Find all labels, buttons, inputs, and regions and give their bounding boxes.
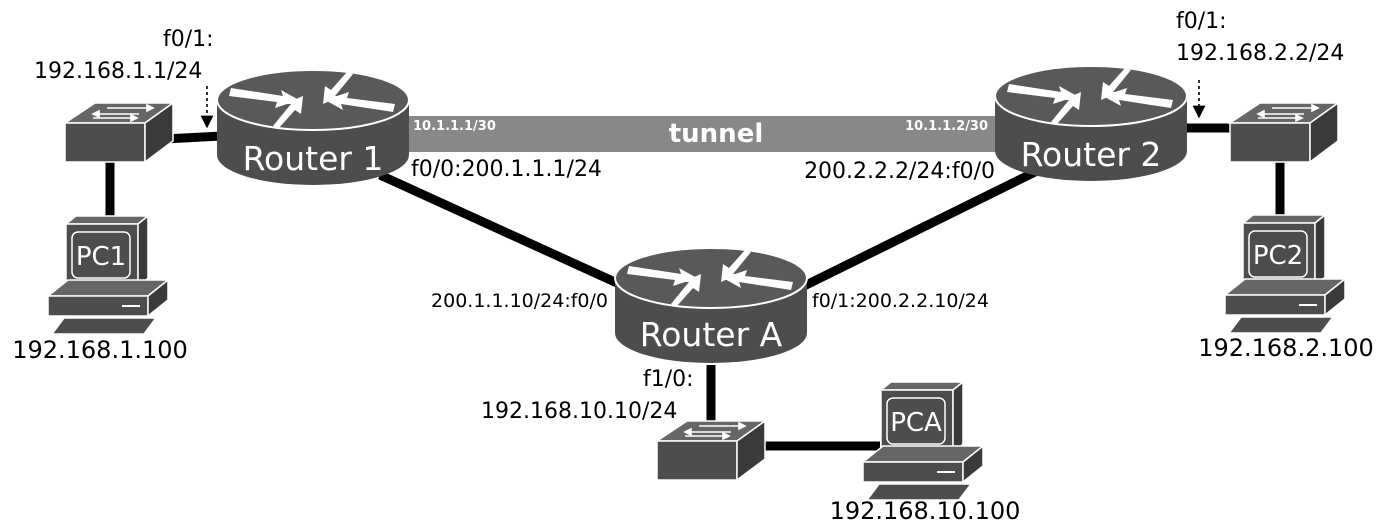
router-top [216,69,410,131]
links [105,123,1285,451]
link-r2-ra [798,167,1037,293]
r1-f01-ip: 192.168.1.1/24 [34,59,202,84]
ra-f10-ip: 192.168.10.10/24 [481,399,677,424]
r1-f00-label: f0/0:200.1.1.1/24 [411,157,602,182]
router-arrows-icon [627,250,793,306]
router-2-name: Router 2 [1021,135,1162,174]
router-arrows-icon [229,72,395,128]
link-r1-ra [378,170,630,293]
switch-side [144,101,174,164]
pc-1-name: PC1 [76,242,126,272]
pc-a[interactable]: PCA [860,380,986,501]
r2-f00-label: 200.2.2.2/24:f0/0 [804,159,995,184]
ra-f10-name: f1/0: [643,367,694,392]
tunnel: tunnel 10.1.1.1/30 10.1.1.2/30 [408,116,1002,152]
router-2[interactable]: Router 2 [994,65,1188,181]
pc-1-ip: 192.168.1.100 [12,336,188,364]
router-1-name: Router 1 [243,139,384,178]
r2-f01-ip: 192.168.2.2/24 [1176,41,1344,66]
pc-icon [45,214,171,335]
ra-f00-label: 200.1.1.10/24:f0/0 [431,290,608,312]
pc-1[interactable]: PC1 [45,214,171,335]
r1-f01-name: f0/1: [163,27,214,52]
switch-3[interactable] [654,419,768,482]
switch-side [736,419,766,482]
pc-icon [860,380,986,501]
pc-2[interactable]: PC2 [1222,213,1348,334]
switch-front [656,440,738,481]
ra-f01-label: f0/1:200.2.2.10/24 [812,290,989,312]
tunnel-r2-ip: 10.1.1.2/30 [905,119,988,134]
r2-f01-name: f0/1: [1176,9,1227,34]
router-1[interactable]: Router 1 [216,69,410,185]
switch-2[interactable] [1227,101,1341,164]
switch-front [1229,122,1311,163]
switch-icon [1256,103,1320,123]
router-top [614,247,808,309]
router-a[interactable]: Router A [614,247,808,363]
switch-1[interactable] [62,101,176,164]
tunnel-r1-ip: 10.1.1.1/30 [413,119,496,134]
pc-a-name: PCA [890,408,942,438]
router-a-name: Router A [640,315,783,354]
router-top [994,65,1188,127]
switch-side [1309,101,1339,164]
switch-front [64,122,146,163]
tunnel-label: tunnel [669,119,764,149]
pc-2-ip: 192.168.2.100 [1198,334,1374,362]
switch-icon [91,103,155,123]
pc-2-name: PC2 [1253,241,1303,271]
router-arrows-icon [1007,68,1173,124]
pc-icon [1222,213,1348,334]
tunnel-bar [408,116,1002,152]
switch-icon [683,421,747,441]
pc-a-ip: 192.168.10.100 [830,497,1021,524]
